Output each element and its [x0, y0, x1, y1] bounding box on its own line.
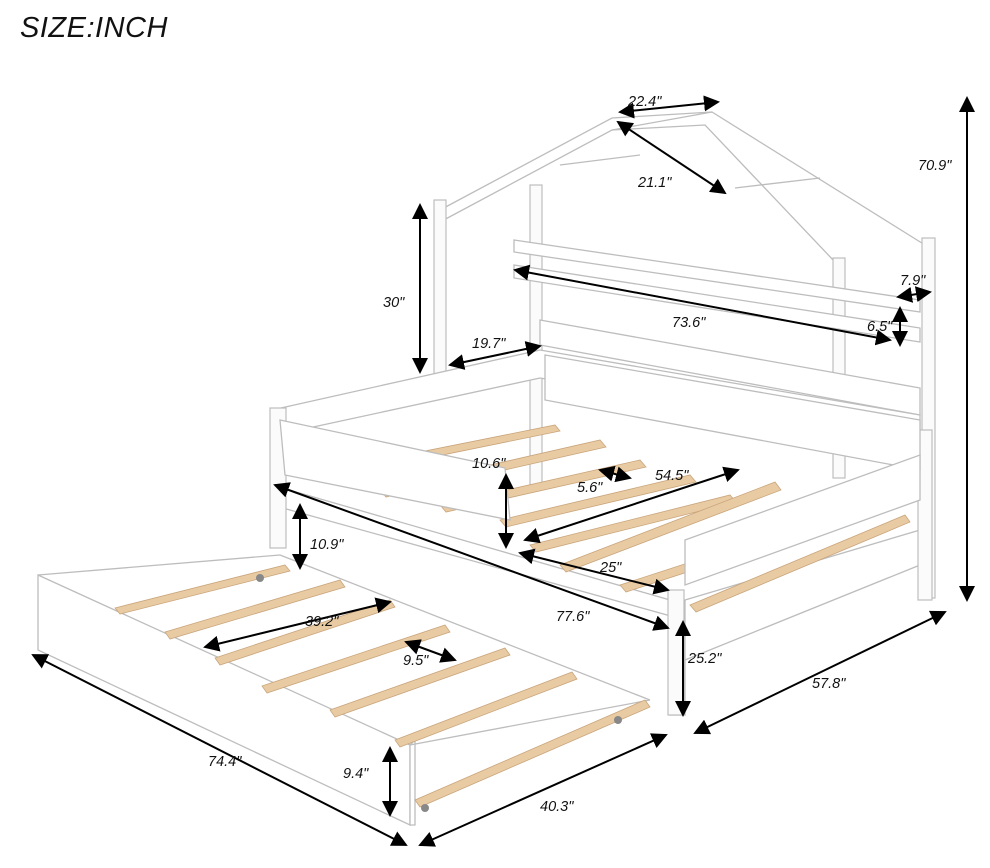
trundle-width-label: 40.3"	[540, 799, 574, 815]
trundle-slat-gap-label: 9.5"	[403, 653, 429, 669]
shelf-height-label: 6.5"	[867, 319, 893, 335]
roof-width-label: 22.4"	[627, 94, 662, 110]
trundle	[37, 554, 651, 827]
bed-width-label: 57.8"	[812, 676, 846, 692]
trundle-height-label: 9.4"	[343, 766, 369, 782]
total-height-label: 70.9"	[918, 158, 952, 174]
guardrail-height-label: 10.6"	[472, 456, 506, 472]
size-unit-title: SIZE:INCH	[20, 12, 168, 44]
shelf-length-label: 73.6"	[672, 315, 706, 331]
bed-height-label: 25.2"	[687, 651, 722, 667]
dimension-lines	[31, 95, 975, 847]
rail-opening-front-label: 25"	[599, 560, 622, 576]
rail-opening-label: 19.7"	[472, 336, 506, 352]
roof-slope-label: 21.1"	[637, 175, 672, 191]
shelf-depth-label: 7.9"	[900, 273, 926, 289]
trundle-length-label: 74.4"	[208, 754, 242, 770]
slat-length-label: 54.5"	[655, 468, 689, 484]
bed-length-label: 77.6"	[556, 609, 590, 625]
trundle-slat-length-label: 39.2"	[305, 614, 339, 630]
slat-gap-label: 5.6"	[577, 480, 603, 496]
roof-post-height-label: 30"	[383, 295, 405, 311]
underbed-clearance-label: 10.9"	[310, 537, 344, 553]
